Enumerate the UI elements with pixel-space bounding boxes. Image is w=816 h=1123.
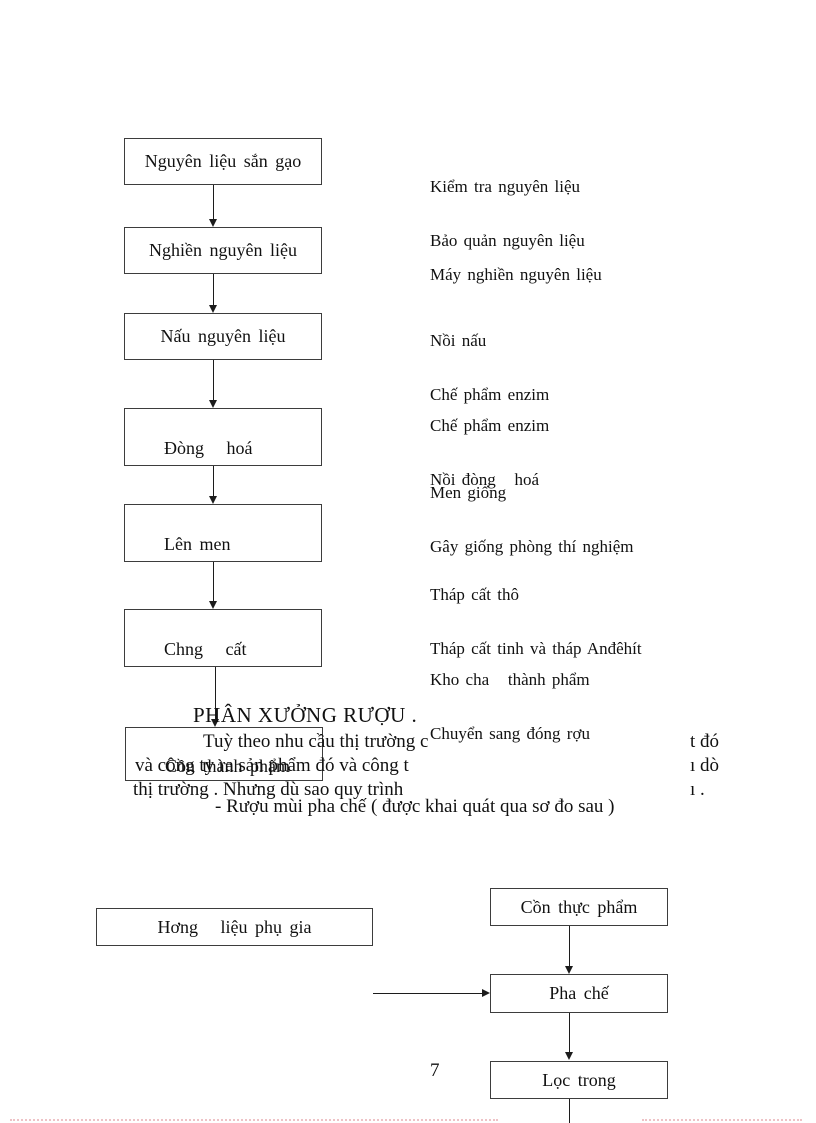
paragraph-line-4: - Rượu mùi pha chế ( được khai quát qua … [215,796,615,817]
flow-box-label: Chng cất [164,639,247,659]
annotation-distill-towers: Tháp cất thô Tháp cất tinh và tháp Anđêh… [430,550,642,694]
flow-box-distill: Chng cất [124,609,322,667]
annotation-enzyme-homogenizer: Chế phẩm enzim Nồi đòng hoá [430,381,549,525]
down-arrow-head [209,400,217,408]
filtering-box: Lọc trong [490,1061,668,1099]
down-arrow-line [569,1013,570,1052]
annotation-line: Chế phẩm enzim [430,416,550,435]
flow-box-label: Hơng liệu phụ gia [157,916,312,937]
annotation-line: Chuyển sang đóng rợu [430,724,590,743]
food-alcohol-box: Cồn thực phẩm [490,888,668,926]
page-number: 7 [430,1060,440,1081]
annotation-line: Kho cha thành phẩm [430,670,590,689]
down-arrow-line [213,274,214,305]
annotation-cooker-enzyme: Nồi nấu Chế phẩm enzim [430,296,549,440]
flow-box-ferment: Lên men [124,504,322,562]
bottom-margin-dotted-line [10,1119,498,1121]
paragraph-line-3-left: thị trường . Nhưng dù sao quy trình [133,779,404,800]
flow-box-label: Lên men [164,534,231,554]
flow-box-cook: Nấu nguyên liệu [124,313,322,360]
flow-box-finished-alcohol: Cồn thành phẩm [125,727,323,781]
annotation-line: Nồi đòng hoá [430,470,540,489]
annotation-warehouse-bottling: Kho cha thành phẩm Chuyển sang đóng rợu [430,635,590,779]
annotation-grinder: Máy nghiền nguyên liệu [430,230,602,320]
paragraph-line-1-right: t đó [690,731,720,752]
annotation-line: Kiểm tra nguyên liệu [430,177,580,196]
flow-box-label: Nguyên liệu sắn gạo [144,151,302,171]
annotation-yeast-lab: Men giống Gây giống phòng thí nghiệm [430,448,633,592]
paragraph-line-1-left: Tuỳ theo nhu cầu thị trường c [203,731,429,752]
paragraph-line-2-left: và công ty ra sản phẩm đó và công t [135,755,409,776]
flavor-additive-box: Hơng liệu phụ gia [96,908,373,946]
annotation-check-store: Kiểm tra nguyên liệu Bảo quản nguyên liệ… [430,142,585,286]
down-arrow-head [209,305,217,313]
right-arrow-line [373,993,482,994]
down-connector-line-clipped [569,1099,570,1123]
down-arrow-head [209,496,217,504]
flow-box-grind: Nghiền nguyên liệu [124,227,322,274]
down-arrow-head [565,966,573,974]
annotation-line: Gây giống phòng thí nghiệm [430,537,634,556]
annotation-line: Tháp cất thô [430,585,519,604]
flow-box-label: Nghiền nguyên liệu [149,240,297,260]
annotation-line: Bảo quản nguyên liệu [430,231,585,250]
down-arrow-head [209,219,217,227]
annotation-line: Nồi nấu [430,331,487,350]
right-arrow-head [482,989,490,997]
bottom-margin-dotted-line [642,1119,802,1121]
down-arrow-line [213,185,214,219]
flow-box-homogenize: Đòng hoá [124,408,322,466]
down-arrow-line [215,667,216,719]
annotation-line: Men giống [430,483,507,502]
down-arrow-head [209,601,217,609]
down-arrow-line [213,360,214,400]
down-arrow-line [213,466,214,496]
down-arrow-head [211,719,219,727]
blending-box: Pha chế [490,974,668,1013]
paragraph-line-3-right: ı . [690,779,705,800]
flow-box-label: Nấu nguyên liệu [160,326,286,346]
flow-box-label: Lọc trong [542,1069,616,1090]
annotation-line: Máy nghiền nguyên liệu [430,265,602,284]
flow-box-label: Cồn thực phẩm [520,896,638,917]
annotation-line: Tháp cất tinh và tháp Anđêhít [430,639,642,658]
paragraph-line-2-right: ı dò [690,755,720,776]
flow-box-raw-material: Nguyên liệu sắn gạo [124,138,322,185]
down-arrow-head [565,1052,573,1060]
flow-box-label: Cồn thành phẩm [165,756,290,776]
section-title: PHÂN XƯỞNG RƯỢU . [193,703,418,727]
down-arrow-line [213,562,214,601]
flow-box-label: Pha chế [549,983,609,1003]
flow-box-label: Đòng hoá [164,438,253,458]
down-arrow-line [569,926,570,966]
annotation-line: Chế phẩm enzim [430,385,550,404]
